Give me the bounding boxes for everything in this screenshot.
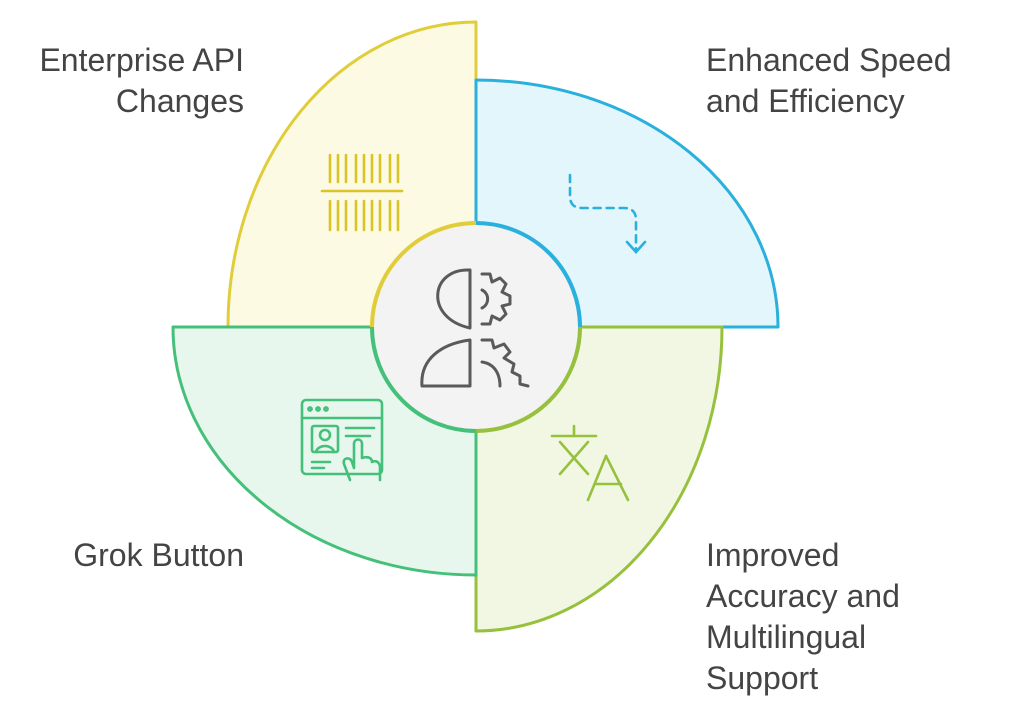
translate-icon <box>550 424 630 502</box>
label-line: Multilingual <box>706 619 867 655</box>
label-bottom-left: Grok Button <box>22 535 244 576</box>
click-interface-icon <box>300 398 384 482</box>
center-arc-yellow <box>370 221 477 328</box>
label-line: Support <box>706 660 819 696</box>
label-line: and Efficiency <box>706 83 905 119</box>
label-line: Changes <box>115 83 244 119</box>
human-machine-gear-icon <box>420 268 530 388</box>
barcode-icon <box>320 153 404 232</box>
center-arc-lime <box>475 326 582 433</box>
label-top-right: Enhanced Speed and Efficiency <box>706 40 986 122</box>
label-line: Enterprise API <box>39 42 244 78</box>
label-bottom-right: Improved Accuracy and Multilingual Suppo… <box>706 535 996 699</box>
dashed-arrow-down-icon <box>568 173 647 254</box>
center-arc-green <box>370 326 477 433</box>
center-arc-blue <box>475 221 582 328</box>
label-line: Accuracy and <box>706 578 900 614</box>
center-circle <box>372 223 580 431</box>
label-line: Grok Button <box>73 537 244 573</box>
label-top-left: Enterprise API Changes <box>22 40 244 122</box>
label-line: Enhanced Speed <box>706 42 952 78</box>
label-line: Improved <box>706 537 840 573</box>
